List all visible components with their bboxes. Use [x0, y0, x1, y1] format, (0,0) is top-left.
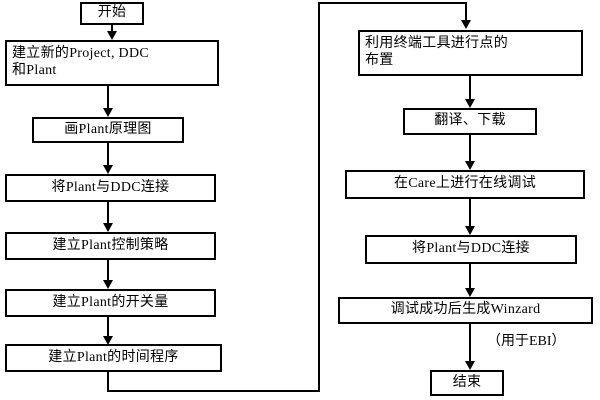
node-generate-winzard[interactable]: 调试成功后生成Winzard: [338, 297, 593, 324]
connector-start-to-l1: [111, 25, 113, 35]
connector-l4-to-l5: [107, 260, 109, 283]
arrowhead-l5-to-l6: [103, 336, 113, 345]
connector-l5-to-l6: [107, 317, 109, 339]
connector-r4-to-r5: [469, 264, 471, 290]
node-draw-plant-schematic[interactable]: 画Plant原理图: [32, 117, 184, 143]
node-plant-time-program[interactable]: 建立Plant的时间程序: [5, 344, 222, 372]
node-plant-control-strategy[interactable]: 建立Plant控制策略: [5, 232, 216, 260]
connector-bridge-up-right-side: [318, 2, 320, 392]
node-start-label: 开始: [97, 5, 127, 21]
node-create-project-ddc-plant-label: 建立新的Project, DDC 和Plant: [12, 46, 150, 78]
connector-l1-to-l2: [107, 86, 109, 111]
arrowhead-l1-to-l2: [103, 108, 113, 117]
arrowhead-l4-to-l5: [103, 280, 113, 289]
connector-r3-to-r4: [469, 199, 471, 227]
node-terminal-point-layout-label: 利用终端工具进行点的 布置: [365, 36, 508, 68]
node-terminal-point-layout[interactable]: 利用终端工具进行点的 布置: [358, 30, 583, 76]
arrowhead-r1-to-r2: [465, 99, 475, 108]
annotation-ebi-note: （用于EBI）: [487, 330, 566, 350]
arrowhead-start-to-l1: [107, 31, 117, 40]
arrowhead-r5-to-end: [465, 361, 475, 370]
node-connect-plant-ddc-left[interactable]: 将Plant与DDC连接: [5, 174, 216, 202]
node-plant-digital-points[interactable]: 建立Plant的开关量: [5, 289, 216, 317]
connector-bridge-down-into-r1: [465, 2, 467, 24]
node-online-debug-care-label: 在Care上进行在线调试: [393, 176, 537, 192]
connector-r1-to-r2: [469, 76, 471, 101]
connector-l2-to-l3: [107, 143, 109, 168]
arrowhead-r4-to-r5: [465, 288, 475, 297]
annotation-ebi-note-text: （用于EBI）: [487, 334, 566, 349]
connector-r5-to-end: [469, 324, 471, 363]
arrowhead-l2-to-l3: [103, 165, 113, 174]
connector-bridge-top-right: [318, 2, 467, 4]
arrowhead-l3-to-l4: [103, 223, 113, 232]
connector-r2-to-r3: [469, 135, 471, 162]
arrowhead-r2-to-r3: [465, 161, 475, 170]
node-plant-time-program-label: 建立Plant的时间程序: [48, 349, 179, 365]
node-end[interactable]: 结束: [430, 370, 504, 396]
node-connect-plant-ddc-left-label: 将Plant与DDC连接: [51, 179, 170, 195]
node-translate-download[interactable]: 翻译、下载: [403, 108, 537, 135]
connector-bridge-down-from-l6: [107, 372, 109, 392]
node-start[interactable]: 开始: [80, 2, 144, 25]
node-create-project-ddc-plant[interactable]: 建立新的Project, DDC 和Plant: [5, 40, 219, 86]
node-end-label: 结束: [452, 374, 482, 390]
node-plant-digital-points-label: 建立Plant的开关量: [52, 294, 169, 310]
connector-bridge-bottom-right: [107, 390, 320, 392]
node-connect-plant-ddc-right-label: 将Plant与DDC连接: [412, 241, 530, 257]
connector-l3-to-l4: [107, 202, 109, 226]
node-connect-plant-ddc-right[interactable]: 将Plant与DDC连接: [365, 235, 577, 264]
arrowhead-r3-to-r4: [465, 226, 475, 235]
node-draw-plant-schematic-label: 画Plant原理图: [64, 121, 152, 137]
node-plant-control-strategy-label: 建立Plant控制策略: [52, 237, 169, 253]
node-generate-winzard-label: 调试成功后生成Winzard: [390, 302, 541, 318]
arrowhead-bridge-into-r1: [461, 20, 471, 29]
node-online-debug-care[interactable]: 在Care上进行在线调试: [345, 170, 585, 199]
node-translate-download-label: 翻译、下载: [434, 113, 506, 129]
